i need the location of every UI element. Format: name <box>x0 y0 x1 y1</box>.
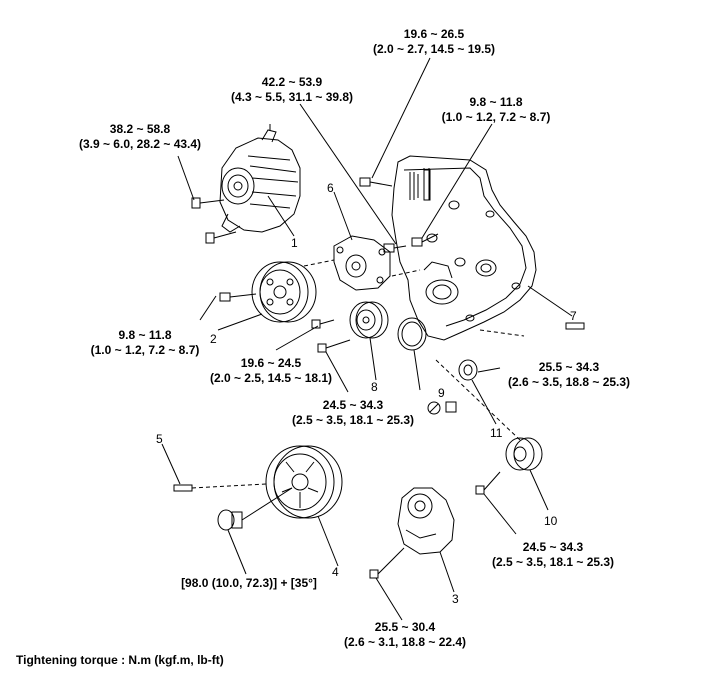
idler-bolt-drawing <box>317 343 327 353</box>
part-number-8: 8 <box>371 380 378 394</box>
torque-top-line2: (2.0 ~ 2.7, 14.5 ~ 19.5) <box>372 42 496 56</box>
torque-idler-pulley-line2: (2.5 ~ 3.5, 18.1 ~ 25.3) <box>291 413 415 427</box>
torque-pump-body-line1: 19.6 ~ 24.5 <box>240 356 302 370</box>
torque-label-idler-pulley: 24.5 ~ 34.3 (2.5 ~ 3.5, 18.1 ~ 25.3) <box>278 398 428 428</box>
pulley-10-drawing <box>505 437 543 471</box>
torque-tensioner-line2: (2.6 ~ 3.1, 18.8 ~ 22.4) <box>343 635 467 649</box>
torque-pump-bolt-line2: (4.3 ~ 5.5, 31.1 ~ 39.8) <box>230 90 354 104</box>
sealant-tube-icon <box>565 322 585 330</box>
torque-alternator-line1: 38.2 ~ 58.8 <box>109 122 171 136</box>
part-number-3: 3 <box>452 592 459 606</box>
oil-seal-drawing <box>397 317 427 351</box>
alternator-drawing <box>219 124 301 233</box>
torque-label-crank: [98.0 (10.0, 72.3)] + [35°] <box>164 576 334 591</box>
torque-seal-line2: (2.6 ~ 3.5, 18.8 ~ 25.3) <box>507 375 631 389</box>
torque-pump-pulley-line2: (1.0 ~ 1.2, 7.2 ~ 8.7) <box>90 343 200 357</box>
part-number-11: 11 <box>490 426 503 440</box>
torque-tensioner-line1: 25.5 ~ 30.4 <box>374 620 436 634</box>
part-number-9: 9 <box>438 386 445 400</box>
crank-pulley-drawing <box>265 445 343 519</box>
no-reuse-symbol-icon <box>427 401 457 415</box>
part-number-1: 1 <box>291 236 298 250</box>
crank-bolt-drawing <box>217 487 293 531</box>
torque-label-pump-body: 19.6 ~ 24.5 (2.0 ~ 2.5, 14.5 ~ 18.1) <box>196 356 346 386</box>
torque-label-pulley10: 24.5 ~ 34.3 (2.5 ~ 3.5, 18.1 ~ 25.3) <box>478 540 628 570</box>
timing-cover-drawing <box>391 155 537 341</box>
part-number-10: 10 <box>544 514 558 528</box>
torque-cover-line1: 9.8 ~ 11.8 <box>469 95 523 109</box>
torque-label-pump-bolt: 42.2 ~ 53.9 (4.3 ~ 5.5, 31.1 ~ 39.8) <box>222 75 362 105</box>
torque-units-footer: Tightening torque : N.m (kgf.m, lb-ft) <box>16 653 224 667</box>
tensioner-bolt-drawing <box>369 569 379 579</box>
torque-top-line1: 19.6 ~ 26.5 <box>403 27 465 41</box>
tensioner-drawing <box>397 487 455 555</box>
torque-label-alternator: 38.2 ~ 58.8 (3.9 ~ 6.0, 28.2 ~ 43.4) <box>66 122 214 152</box>
pump-pulley-drawing <box>251 261 317 323</box>
torque-pulley10-line1: 24.5 ~ 34.3 <box>522 540 584 554</box>
torque-label-seal: 25.5 ~ 34.3 (2.6 ~ 3.5, 18.8 ~ 25.3) <box>494 360 644 390</box>
torque-pump-body-line2: (2.0 ~ 2.5, 14.5 ~ 18.1) <box>209 371 333 385</box>
water-pump-drawing <box>333 235 391 291</box>
washer-drawing <box>458 359 478 381</box>
idler-pulley-drawing <box>349 301 389 339</box>
torque-cover-line2: (1.0 ~ 1.2, 7.2 ~ 8.7) <box>441 110 551 124</box>
torque-pump-bolt-line1: 42.2 ~ 53.9 <box>261 75 323 89</box>
torque-label-tensioner: 25.5 ~ 30.4 (2.6 ~ 3.1, 18.8 ~ 22.4) <box>330 620 480 650</box>
part-number-4: 4 <box>332 565 339 579</box>
torque-idler-pulley-line1: 24.5 ~ 34.3 <box>322 398 384 412</box>
torque-label-cover: 9.8 ~ 11.8 (1.0 ~ 1.2, 7.2 ~ 8.7) <box>426 95 566 125</box>
torque-seal-line1: 25.5 ~ 34.3 <box>538 360 600 374</box>
part-number-6: 6 <box>327 181 334 195</box>
part-number-2: 2 <box>210 332 217 346</box>
torque-crank-line1: [98.0 (10.0, 72.3)] + [35°] <box>181 576 317 590</box>
torque-label-pump-pulley: 9.8 ~ 11.8 (1.0 ~ 1.2, 7.2 ~ 8.7) <box>84 328 206 358</box>
key-drawing <box>173 483 267 492</box>
part-number-5: 5 <box>156 432 163 446</box>
torque-label-top: 19.6 ~ 26.5 (2.0 ~ 2.7, 14.5 ~ 19.5) <box>364 27 504 57</box>
pump-pulley-bolt-drawing <box>219 292 231 302</box>
torque-pump-pulley-line1: 9.8 ~ 11.8 <box>118 328 172 342</box>
alternator-bolts-drawing <box>191 197 237 244</box>
part-number-7: 7 <box>570 309 577 323</box>
cover-studs-drawing <box>409 168 430 200</box>
torque-alternator-line2: (3.9 ~ 6.0, 28.2 ~ 43.4) <box>78 137 202 151</box>
torque-pulley10-line2: (2.5 ~ 3.5, 18.1 ~ 25.3) <box>491 555 615 569</box>
pulley-10-bolt-drawing <box>475 485 485 495</box>
leader-lines <box>161 57 573 621</box>
